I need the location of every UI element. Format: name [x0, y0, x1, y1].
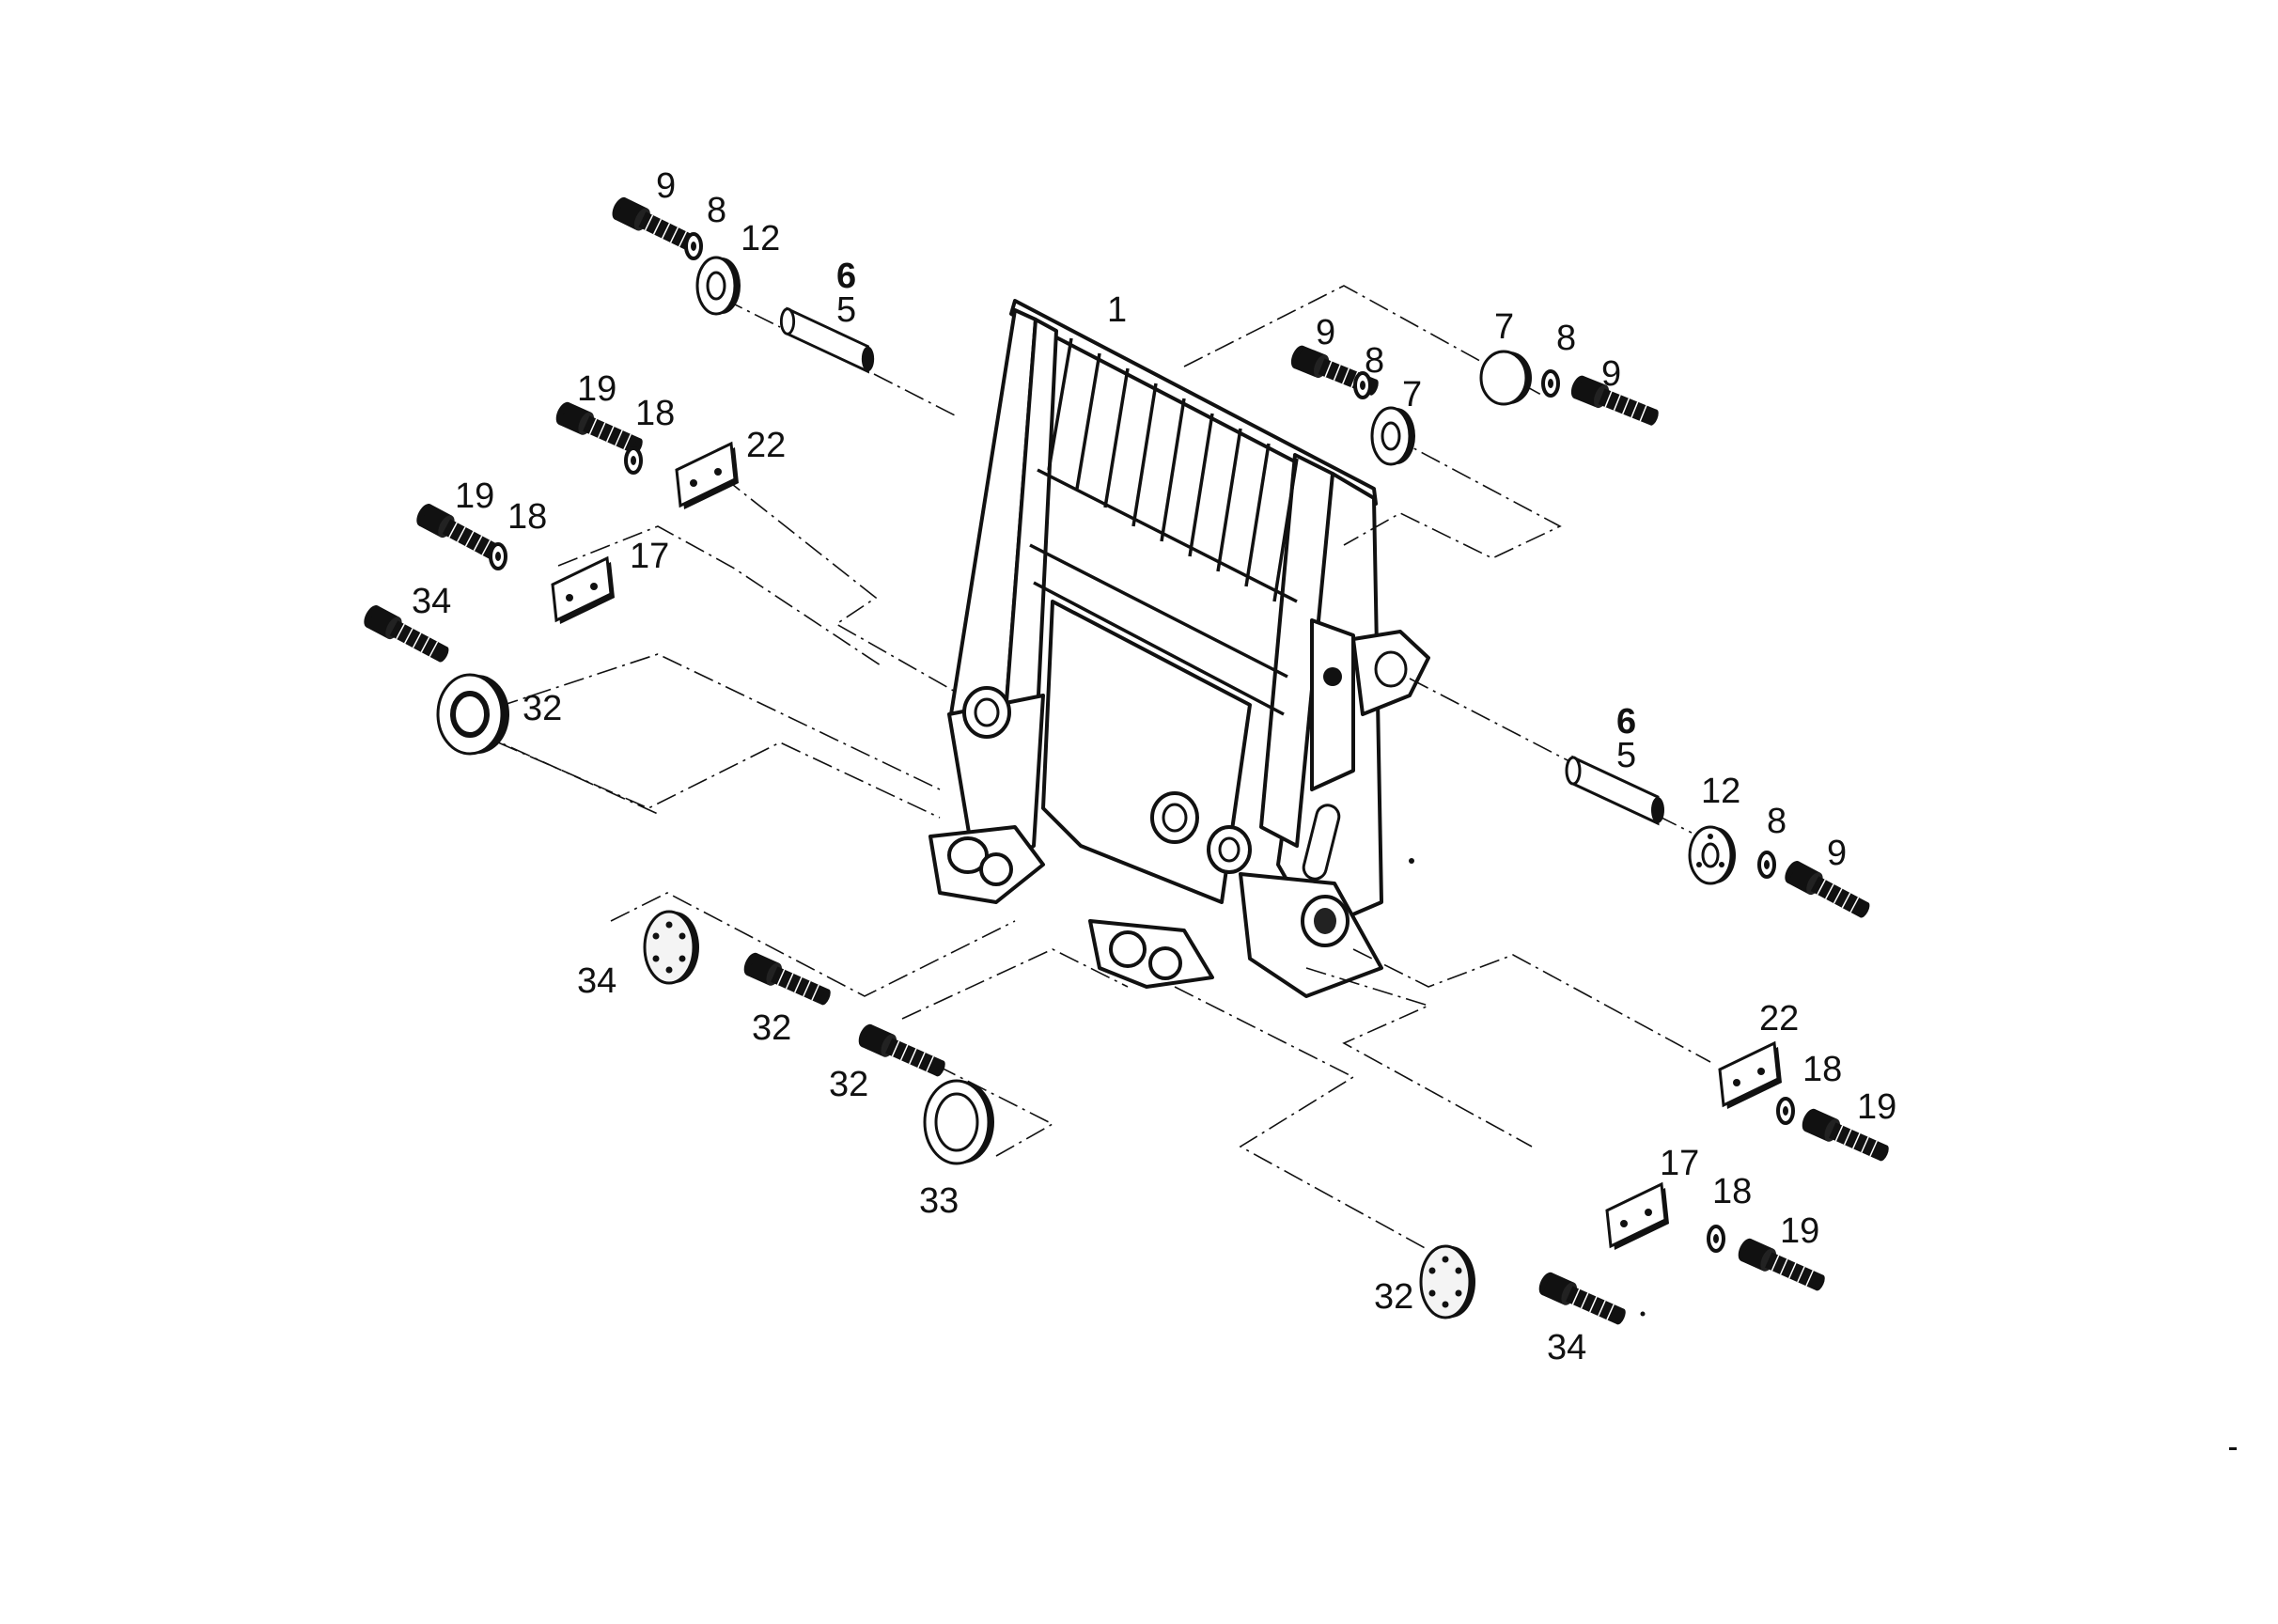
label-r-pin-b: 5	[1616, 736, 1636, 775]
label-l3-disc: 32	[523, 689, 562, 728]
leader-lines	[478, 285, 1711, 1251]
label-br1-washer: 18	[1802, 1050, 1842, 1089]
label-tc-disc: 7	[1402, 375, 1422, 414]
label-frame: 1	[1107, 290, 1127, 330]
label-tr-disc: 7	[1494, 307, 1514, 347]
frame-part	[928, 299, 1430, 998]
label-bc-bolt: 32	[829, 1065, 868, 1104]
label-br2-washer: 18	[1712, 1172, 1752, 1211]
label-tc-washer: 8	[1365, 341, 1384, 381]
callout-labels: 1 9 8 12 6 5 9 8 7 7 8 9 19 18 22 19 18 …	[412, 166, 1896, 1367]
label-tl-bolt: 9	[656, 166, 676, 206]
label-tl-washer: 8	[707, 191, 726, 230]
label-l2-plate: 17	[630, 537, 669, 576]
label-br2-bolt: 19	[1780, 1211, 1819, 1251]
label-r-washer: 8	[1767, 802, 1787, 841]
label-tc-bolt: 9	[1316, 313, 1335, 352]
label-tl-pin-b: 5	[836, 290, 856, 330]
label-l2-bolt: 19	[455, 476, 494, 516]
label-r-bolt: 9	[1827, 834, 1847, 873]
label-bc-ring: 33	[919, 1181, 959, 1221]
label-br1-bolt: 19	[1857, 1087, 1896, 1127]
label-r-pin-a: 6	[1616, 702, 1636, 742]
label-l2-washer: 18	[507, 497, 547, 537]
label-l1-washer: 18	[635, 394, 675, 433]
label-br3-bolt: 34	[1547, 1328, 1586, 1367]
label-tr-washer: 8	[1556, 319, 1576, 358]
label-tr-bolt: 9	[1601, 354, 1621, 394]
label-r-disc: 12	[1701, 772, 1740, 811]
hardware-parts	[359, 194, 1894, 1331]
label-br1-plate: 22	[1759, 999, 1799, 1038]
label-br2-plate: 17	[1660, 1144, 1699, 1183]
label-tl-disc: 12	[741, 219, 780, 258]
label-tl-pin-a: 6	[836, 257, 856, 296]
label-l1-plate: 22	[746, 426, 786, 465]
label-l1-bolt: 19	[577, 369, 616, 409]
label-l3-bolt: 34	[412, 582, 451, 621]
label-bl-cap: 34	[577, 961, 616, 1001]
label-br3-cap: 32	[1374, 1277, 1413, 1317]
label-bl-bolt: 32	[752, 1008, 791, 1048]
scan-specks	[1409, 858, 2237, 1450]
